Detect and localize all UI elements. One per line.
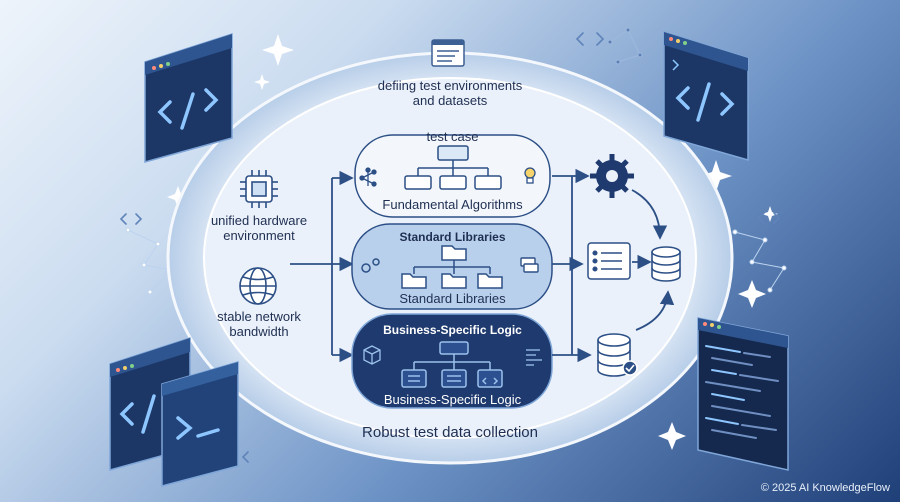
code-brackets-icon <box>675 82 735 122</box>
graph-nodes-icon <box>359 167 377 187</box>
top-label: defiing test environments and datasets <box>350 78 550 108</box>
code-lines-icon <box>705 345 779 439</box>
code-brackets-icon <box>157 88 219 130</box>
layer-standard-title: Standard Libraries <box>399 230 506 244</box>
layer-standard-subtitle: Standard Libraries <box>399 291 506 306</box>
gears-small-icon <box>361 258 380 273</box>
constellation-top-right <box>607 27 643 65</box>
layer-business-title: Business-Specific Logic <box>383 323 522 337</box>
folder-tree-icon <box>401 245 503 289</box>
hardware-label-line1: unified hardware <box>210 213 308 228</box>
layer-fundamental-title: test case <box>426 129 479 144</box>
sparkle-icon <box>658 422 686 450</box>
top-label-line2: and datasets <box>412 93 488 108</box>
code-editor-window-bottom-right <box>697 317 789 471</box>
constellation-right <box>732 229 787 293</box>
network-label-line2: bandwidth <box>229 324 289 339</box>
code-lines-icon <box>526 349 542 366</box>
globe-icon <box>239 267 277 305</box>
lightbulb-icon <box>524 167 536 184</box>
document-list-icon <box>431 39 465 67</box>
network-label-line1: stable network <box>217 309 301 324</box>
bottom-label: Robust test data collection <box>362 424 538 441</box>
sparkle-icon <box>738 280 766 308</box>
terminal-window-bottom-left <box>161 361 239 487</box>
output-connectors <box>552 168 675 363</box>
checklist-icon <box>587 242 631 280</box>
sparkle-icon <box>262 34 294 66</box>
input-connectors <box>290 170 354 363</box>
cpu-chip-icon <box>240 170 278 208</box>
layer-fundamental-subtitle: Fundamental Algorithms <box>382 197 523 212</box>
sparkle-icon <box>700 160 732 192</box>
hardware-label: unified hardware environment <box>196 213 322 243</box>
cube-icon <box>363 345 381 365</box>
code-window-top-right <box>663 30 749 161</box>
database-check-icon <box>597 333 638 377</box>
stack-small-icon <box>520 257 539 273</box>
network-label: stable network bandwidth <box>196 309 322 339</box>
database-icon <box>651 246 681 282</box>
gear-icon <box>590 154 634 198</box>
sparkle-icon <box>254 74 270 90</box>
code-window-top-left <box>144 32 233 163</box>
terminal-prompt-icon <box>176 416 220 440</box>
top-label-line1: defiing test environments <box>377 78 523 93</box>
hierarchy-tree-icon <box>404 145 502 190</box>
copyright-text: © 2025 AI KnowledgeFlow <box>760 482 890 494</box>
sparkle-icon <box>167 186 189 208</box>
code-glyph-icons <box>119 32 781 463</box>
sparkle-icon <box>762 206 778 222</box>
hardware-label-line2: environment <box>223 228 295 243</box>
module-tree-icon <box>401 341 503 388</box>
layer-business-subtitle: Business-Specific Logic <box>383 392 522 407</box>
